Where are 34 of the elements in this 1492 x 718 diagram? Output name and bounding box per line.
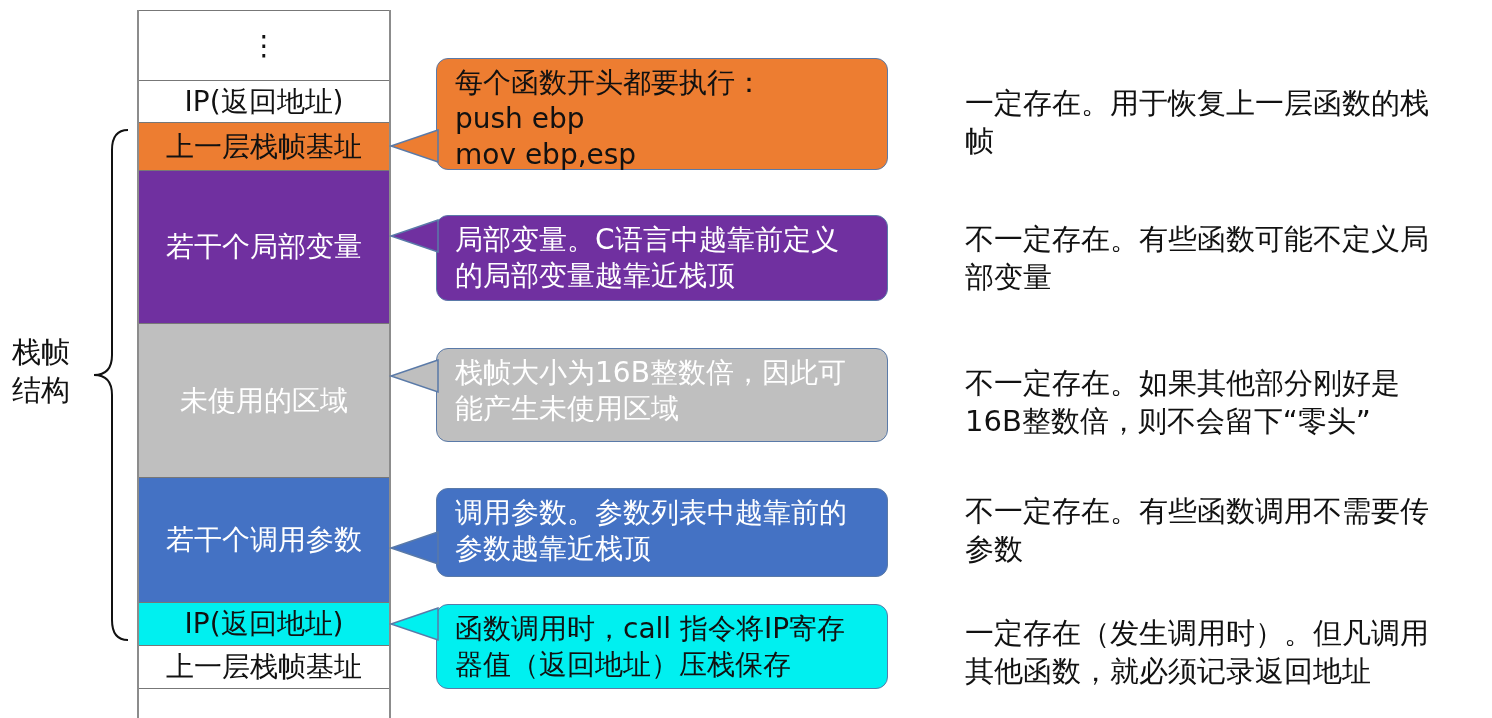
cell-label: IP(返回地址)	[184, 83, 344, 120]
bubble-pointer	[388, 128, 439, 164]
bubble-pointer	[388, 218, 439, 254]
stack-cell	[139, 323, 389, 477]
stack-cell	[139, 170, 389, 323]
cell-label: IP(返回地址)	[184, 606, 344, 642]
note-text: 不一定存在。有些函数可能不定义局部变量	[965, 221, 1430, 296]
speech-bubble	[436, 58, 888, 170]
bubble-pointer	[388, 606, 439, 642]
bubble-text: 局部变量。C语言中越靠前定义的局部变量越靠近栈顶	[455, 222, 840, 294]
brace-label: 栈帧结构	[12, 334, 71, 409]
speech-bubble	[436, 488, 888, 577]
bubble-pointer	[388, 530, 439, 566]
cell-label: 上一层栈帧基址	[166, 128, 362, 165]
cell-label: 若干个局部变量	[166, 229, 362, 265]
speech-bubble	[436, 604, 888, 689]
note-text: 不一定存在。如果其他部分刚好是16B整数倍，则不会留下“零头”	[965, 365, 1401, 440]
stack-cell	[139, 477, 389, 602]
bubble-text: 每个函数开头都要执行：	[455, 65, 764, 101]
bubble-pointer	[388, 358, 439, 394]
bubble-text: 函数调用时，call 指令将IP寄存器值（返回地址）压栈保存	[455, 611, 847, 683]
bubble-text: mov ebp,esp	[455, 137, 638, 173]
cell-label: 若干个调用参数	[166, 522, 362, 558]
bubble-text: 调用参数。参数列表中越靠前的参数越靠近栈顶	[455, 495, 847, 567]
cell-label: 上一层栈帧基址	[166, 649, 362, 685]
bubble-text: push ebp	[455, 101, 586, 137]
note-text: 一定存在（发生调用时）。但凡调用其他函数，就必须记录返回地址	[965, 615, 1430, 690]
note-text: 一定存在。用于恢复上一层函数的栈帧	[965, 85, 1430, 160]
speech-bubble	[436, 215, 888, 301]
speech-bubble	[436, 348, 888, 442]
cell-label: ⋮	[250, 29, 278, 62]
bubble-text: 栈帧大小为16B整数倍，因此可能产生未使用区域	[455, 355, 847, 427]
cell-label: 未使用的区域	[180, 382, 348, 419]
note-text: 不一定存在。有些函数调用不需要传参数	[965, 493, 1430, 568]
